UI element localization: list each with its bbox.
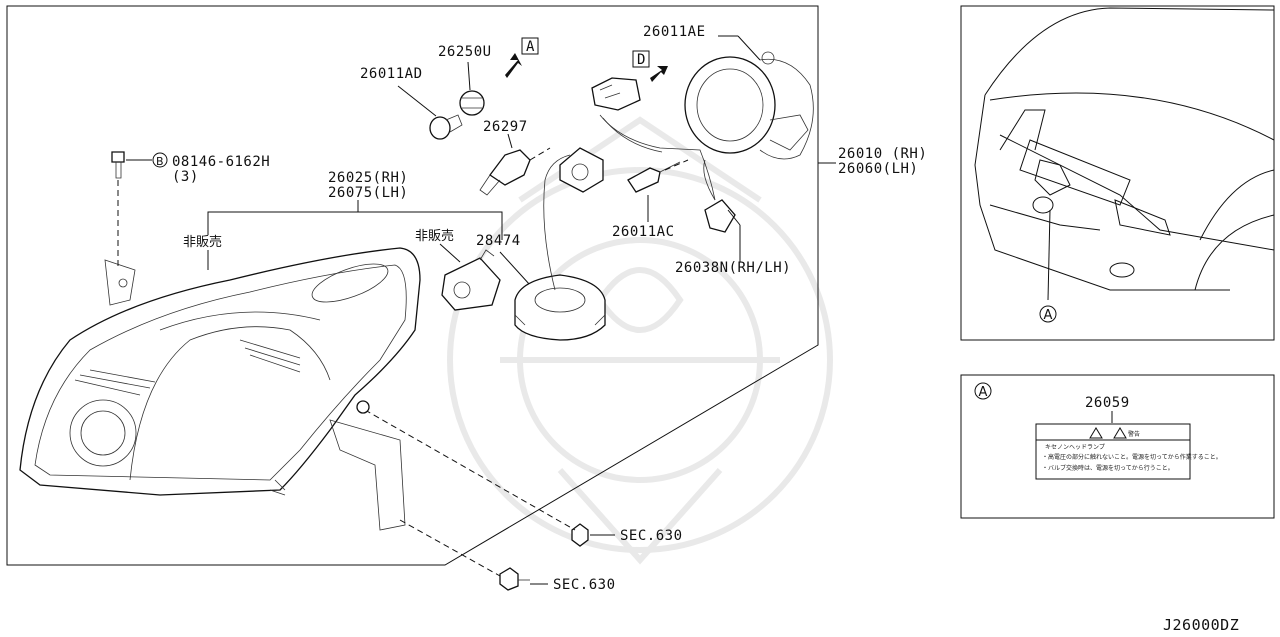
main-panel-frame (6, 5, 819, 566)
igniter-part (441, 249, 501, 311)
vehicle-callout-a-circle (1039, 305, 1057, 323)
label-bolt-part: 08146-6162H (172, 154, 270, 170)
harness-26038n (703, 159, 736, 233)
socket-26011ac (627, 161, 681, 193)
label-socket-26011ae: 26011AE (643, 24, 706, 40)
headlamp-housing (19, 247, 421, 531)
arrow-ref-a (505, 53, 522, 78)
bolt-08146 (111, 151, 125, 179)
ref-d-box (632, 50, 650, 68)
label-bulb-26297: 26297 (483, 119, 528, 135)
arrow-ref-d (650, 66, 668, 82)
bulb-26250u (459, 90, 485, 116)
bolt-callout-b: B (156, 155, 164, 168)
label-text-line-2: ・バルブ交換時は、電源を切ってから行うこと。 (1042, 464, 1174, 472)
label-sec630-1: SEC.630 (620, 528, 683, 544)
ballast-cap (559, 147, 604, 193)
harness-wire (599, 114, 716, 201)
label-title: キセノンヘッドランプ (1045, 444, 1105, 451)
bolt-sec630-2 (499, 567, 530, 591)
watermark-emblem (447, 116, 833, 565)
vehicle-inset-frame (960, 5, 1275, 341)
housing-mount-bolt (356, 400, 370, 414)
diagram-code: J26000DZ (1163, 616, 1239, 634)
connector-d (591, 77, 641, 111)
ballast-28474 (514, 154, 606, 341)
label-ballast: 28474 (476, 233, 521, 249)
bulb-26297 (479, 149, 531, 196)
ref-a-box (521, 37, 539, 55)
socket-cover-26011ae (684, 51, 814, 160)
label-bulb-26250u: 26250U (438, 44, 492, 60)
warning-label-frame (960, 374, 1275, 519)
label-headlamp-rh: 26025(RH) (328, 170, 408, 186)
label-callout-a: A (979, 385, 988, 400)
bulb-26011ad (429, 114, 463, 140)
vehicle-callout-a: A (1044, 308, 1053, 323)
ref-a-letter: A (526, 39, 535, 55)
label-not-for-sale-1: 非販売 (183, 234, 222, 250)
label-callout-a-circle (974, 382, 992, 400)
label-headlamp-lh: 26075(LH) (328, 185, 408, 201)
label-sec630-2: SEC.630 (553, 577, 616, 593)
label-not-for-sale-2: 非販売 (415, 228, 454, 244)
bolt-callout-b-circle (152, 152, 168, 168)
vehicle-front-drawing (974, 7, 1275, 301)
label-text-line-1: ・高電圧の部分に触れないこと。電源を切ってから作業すること。 (1042, 453, 1222, 461)
label-harness-26038n: 26038N(RH/LH) (675, 260, 791, 276)
label-assy-rh: 26010 (RH) (838, 146, 927, 162)
label-assy-lh: 26060(LH) (838, 161, 918, 177)
nut-sec630-1 (571, 523, 589, 547)
label-bulb-26011ad: 26011AD (360, 66, 423, 82)
ref-d-letter: D (637, 52, 646, 68)
label-bolt-qty: (3) (172, 169, 199, 185)
label-socket-26011ac: 26011AC (612, 224, 675, 240)
label-warning-word: 警告 (1128, 430, 1140, 438)
label-part-number: 26059 (1085, 395, 1130, 411)
warning-label-sticker (1035, 423, 1191, 480)
